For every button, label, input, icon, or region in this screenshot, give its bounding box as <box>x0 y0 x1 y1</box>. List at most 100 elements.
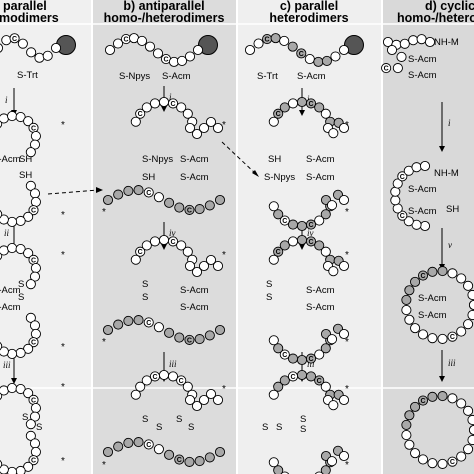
cysteine-letter: C <box>31 397 36 404</box>
arrow-head-b-1 <box>161 106 167 112</box>
amino-acid-bead <box>0 209 3 219</box>
amino-acid-bead <box>191 128 203 140</box>
label-c-trt: S-Trt <box>257 71 278 82</box>
panel-a-background <box>0 0 91 474</box>
amino-acid-bead <box>29 188 41 199</box>
cysteine-letter: C <box>187 337 192 344</box>
label-b-sh: SH <box>142 172 155 183</box>
amino-acid-bead <box>184 51 196 62</box>
arrow-head-bc <box>252 170 259 177</box>
label-c-ss-2: S <box>276 422 282 433</box>
amino-acid-bead <box>326 334 338 345</box>
amino-acid-bead <box>191 400 203 412</box>
amino-acid-bead <box>204 200 215 211</box>
amino-acid-bead <box>130 254 141 265</box>
amino-acid-bead <box>112 38 124 49</box>
amino-acid-bead <box>313 56 324 67</box>
label-d-acm-5: S-Acm <box>418 293 447 304</box>
arrow-bc-dashed <box>221 141 257 175</box>
amino-acid-bead <box>270 33 281 44</box>
amino-acid-bead <box>23 211 34 222</box>
amino-acid-bead <box>214 446 226 458</box>
amino-acid-bead <box>30 403 41 414</box>
amino-acid-bead <box>410 401 421 412</box>
cysteine-letter: C <box>123 37 128 44</box>
label-b-ss-3: S <box>176 414 182 425</box>
step-label-d-3: iii <box>448 358 456 368</box>
amino-acid-bead <box>136 35 148 46</box>
label-b-ss-2: S <box>156 422 162 433</box>
amino-acid-bead <box>141 375 152 386</box>
cysteine-letter: C <box>400 174 405 181</box>
label-c-s-2: S <box>266 292 272 303</box>
amino-acid-bead <box>399 38 410 49</box>
panel-d-title-line2: homo-/heterod <box>397 11 474 25</box>
cysteine-letter: C <box>308 101 313 108</box>
amino-acid-bead <box>205 388 217 400</box>
label-b-npys-2: S-Npys <box>142 154 173 165</box>
amino-acid-bead <box>279 35 290 46</box>
cysteine-letter: C <box>12 36 17 43</box>
amino-acid-bead <box>7 243 18 254</box>
cysteine-letter: C <box>31 208 36 215</box>
cysteine-letter: C <box>276 111 281 118</box>
cysteine-residue <box>143 439 154 450</box>
amino-acid-bead <box>192 44 204 56</box>
amino-acid-bead <box>204 452 215 463</box>
arrow-head-ab <box>96 187 103 193</box>
amino-acid-bead <box>184 394 196 406</box>
label-c-ss-1: S <box>262 422 268 433</box>
amino-acid-bead <box>212 122 224 134</box>
panel-a-title-line2: modimers <box>0 11 59 25</box>
amino-acid-bead <box>424 36 436 48</box>
amino-acid-bead <box>23 461 34 472</box>
cysteine-letter: C <box>146 320 151 327</box>
label-a-ss-1: S <box>22 412 28 423</box>
step-label-a-1: i <box>5 95 8 105</box>
amino-acid-bead <box>123 315 134 326</box>
amino-acid-bead <box>23 343 34 354</box>
cysteine-residue <box>417 395 429 406</box>
amino-acid-bead <box>25 312 36 323</box>
end-marker: * <box>102 337 106 348</box>
amino-acid-bead <box>437 266 448 277</box>
amino-acid-bead <box>25 147 36 158</box>
amino-acid-bead <box>191 266 203 278</box>
cysteine-letter: C <box>31 458 36 465</box>
amino-acid-bead <box>17 38 28 49</box>
amino-acid-bead <box>23 388 34 399</box>
amino-acid-bead <box>158 369 170 381</box>
amino-acid-bead <box>410 448 421 459</box>
panel-a-title-line1: parallel <box>3 0 47 13</box>
amino-acid-bead <box>153 192 164 203</box>
amino-acid-bead <box>296 354 308 366</box>
amino-acid-bead <box>135 381 146 392</box>
cysteine-residue <box>143 187 154 198</box>
amino-acid-bead <box>23 248 34 259</box>
step-label-c-2: iv <box>307 228 314 238</box>
amino-acid-bead <box>268 254 279 265</box>
amino-acid-bead <box>338 122 350 134</box>
end-marker: * <box>61 456 65 467</box>
amino-acid-bead <box>149 98 161 109</box>
cysteine-residue <box>296 48 307 59</box>
amino-acid-bead <box>7 466 18 474</box>
amino-acid-bead <box>268 201 279 212</box>
amino-acid-bead <box>410 323 421 334</box>
amino-acid-bead <box>29 139 41 150</box>
amino-acid-bead <box>456 273 467 284</box>
amino-acid-bead <box>320 108 331 119</box>
amino-acid-bead <box>184 122 196 134</box>
amino-acid-bead <box>102 194 114 206</box>
label-b-s-1: S <box>142 279 148 290</box>
amino-acid-bead <box>427 391 438 402</box>
amino-acid-bead <box>338 44 350 56</box>
amino-acid-bead <box>30 328 41 339</box>
label-d-nh-1: NH-M <box>434 37 459 48</box>
amino-acid-bead <box>204 330 215 341</box>
label-a-s-2: S <box>18 292 24 303</box>
amino-acid-bead <box>0 459 3 469</box>
amino-acid-bead <box>0 341 3 351</box>
end-marker: * <box>222 120 226 131</box>
cysteine-residue <box>174 454 185 465</box>
